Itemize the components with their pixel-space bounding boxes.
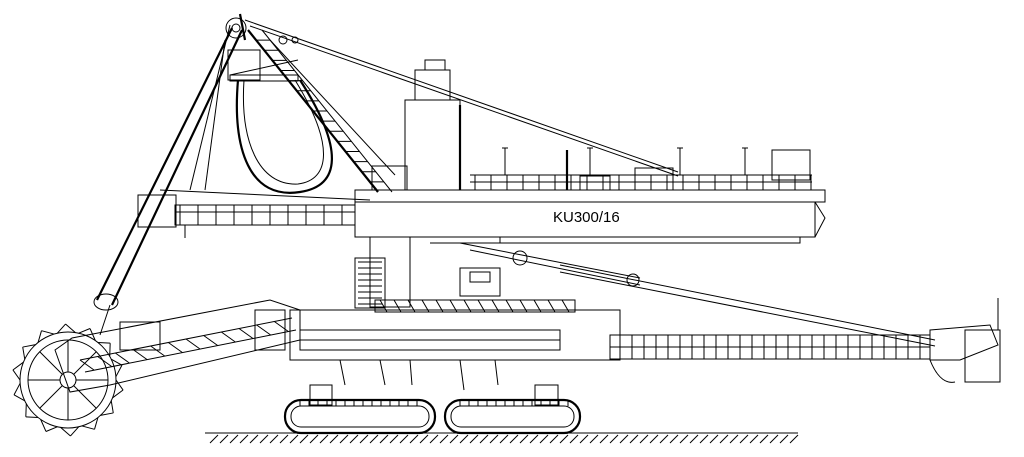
support-legs xyxy=(339,359,499,391)
bucket-wheel-boom xyxy=(54,299,301,393)
discharge-boom xyxy=(459,242,1001,383)
bucket-wheel xyxy=(12,323,124,437)
machine-label: KU300/16 xyxy=(553,209,620,226)
hoist-tube xyxy=(93,27,243,336)
ground xyxy=(205,432,799,444)
left-crawler xyxy=(283,384,437,435)
carbody xyxy=(289,267,621,361)
crawler-tracks xyxy=(283,384,582,435)
upper-left-boom xyxy=(137,189,371,238)
stay-cables xyxy=(189,19,679,191)
right-crawler xyxy=(443,384,582,435)
cable-loop xyxy=(235,79,333,194)
stair-incline xyxy=(247,29,396,193)
central-tower xyxy=(354,236,411,309)
main-deck: KU300/16 xyxy=(354,189,826,244)
deck-machinery xyxy=(371,59,812,191)
